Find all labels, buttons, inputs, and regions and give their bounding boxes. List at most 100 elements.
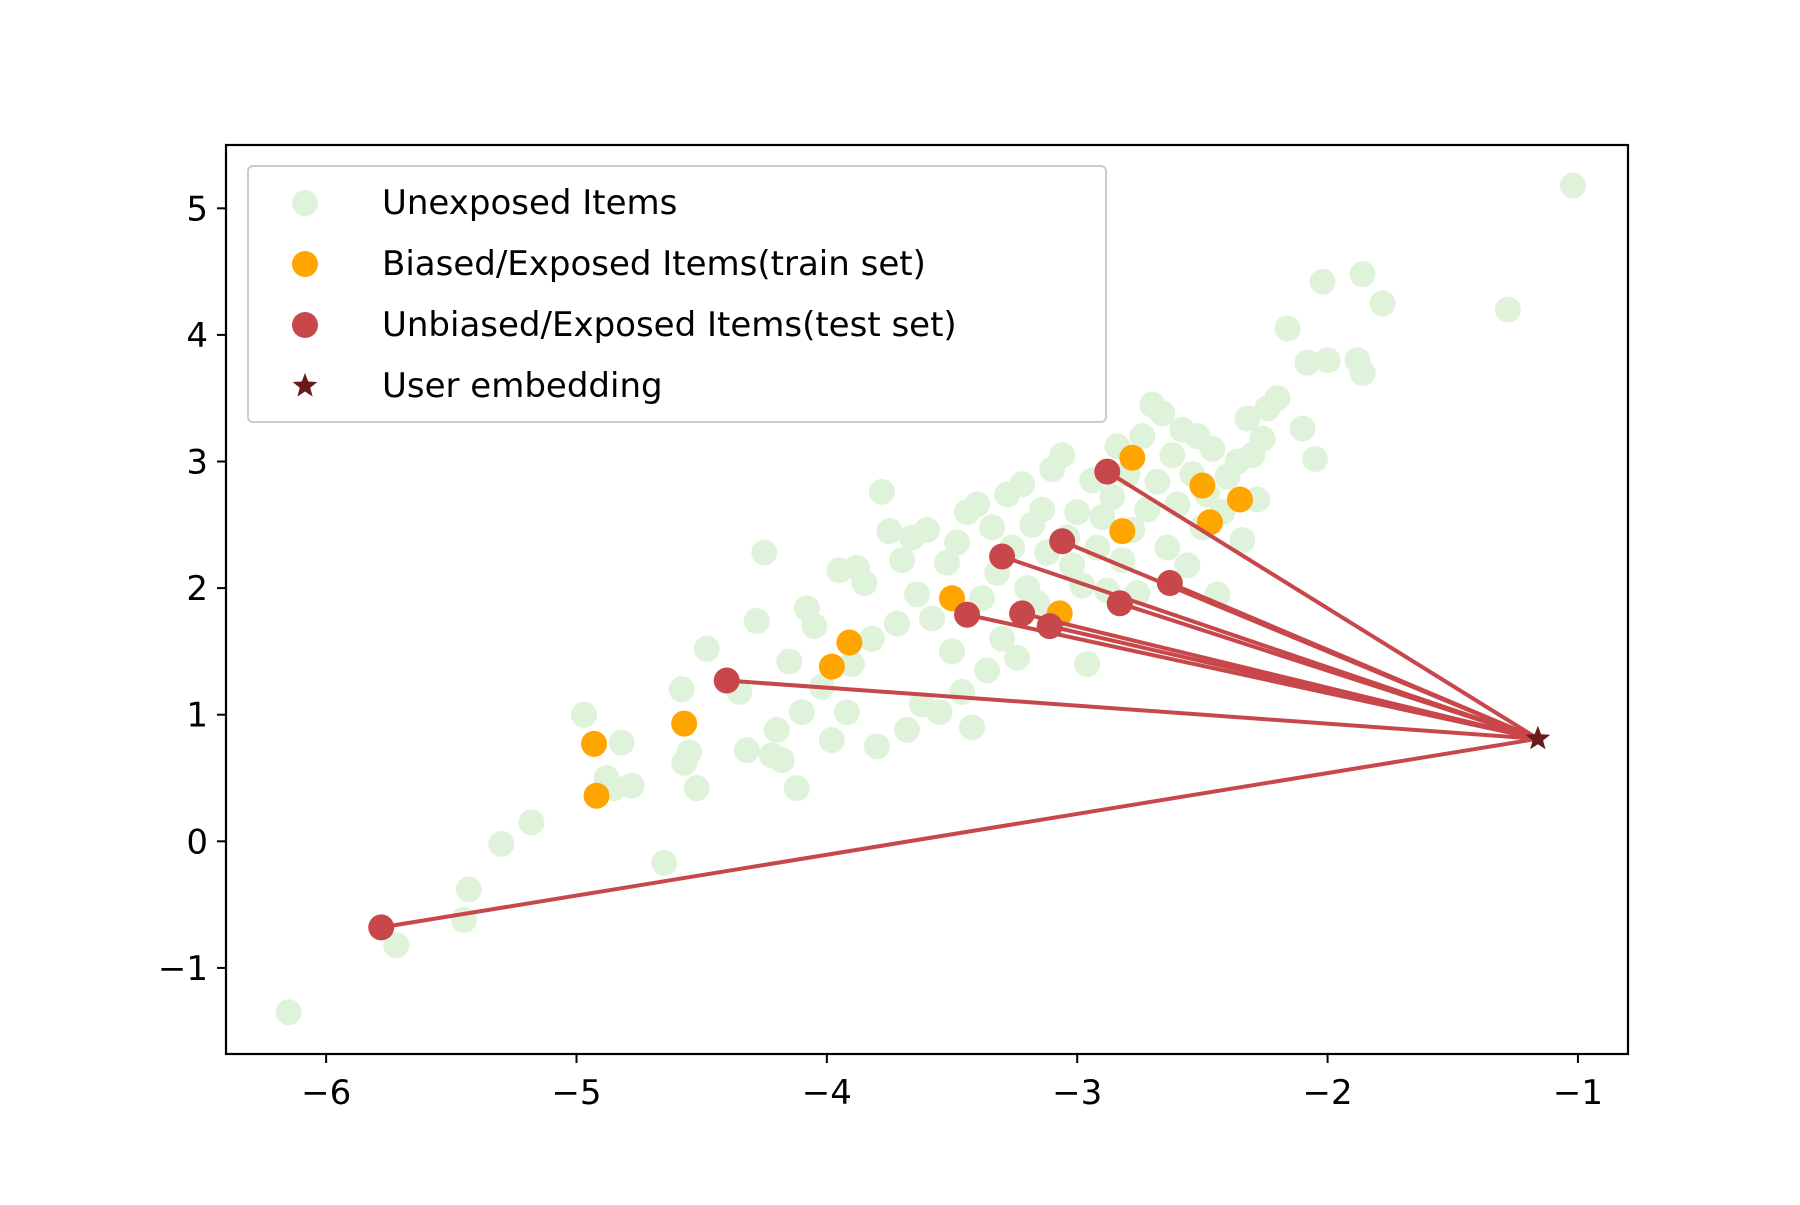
- unexposed-item-point: [751, 539, 778, 566]
- unexposed-item-point: [801, 613, 828, 640]
- unexposed-item-point: [676, 739, 703, 766]
- connection-line: [1169, 581, 1539, 741]
- unexposed-item-point: [1099, 483, 1126, 510]
- unexposed-item-point: [1274, 315, 1301, 342]
- unexposed-item-point: [1349, 359, 1376, 386]
- legend-marker: [292, 312, 318, 338]
- unexposed-item-point: [888, 547, 915, 574]
- unexposed-item-point: [1029, 496, 1056, 523]
- legend-marker-star: [292, 373, 318, 397]
- y-tick-label: −1: [158, 949, 208, 989]
- biased-item-point: [818, 653, 845, 680]
- unexposed-item-point: [683, 775, 710, 802]
- unexposed-item-point: [1302, 445, 1329, 472]
- unexposed-item-point: [964, 491, 991, 518]
- unexposed-item-point: [838, 651, 865, 678]
- x-tick-label: −5: [551, 1073, 601, 1113]
- x-tick-label: −4: [802, 1073, 852, 1113]
- unexposed-item-point: [518, 809, 545, 836]
- unexposed-item-point: [868, 478, 895, 505]
- unexposed-item-point: [1009, 471, 1036, 498]
- unexposed-item-point: [926, 699, 953, 726]
- unexposed-item-point: [1349, 261, 1376, 288]
- biased-item-point: [836, 629, 863, 656]
- x-tick-label: −3: [1052, 1073, 1102, 1113]
- unexposed-item-point: [1264, 385, 1291, 412]
- unbiased-item-point: [1094, 458, 1121, 485]
- unexposed-item-point: [1059, 552, 1086, 579]
- unbiased-item-point: [1156, 570, 1183, 597]
- biased-item-point: [939, 585, 966, 612]
- unexposed-item-point: [876, 518, 903, 545]
- unexposed-item-point: [863, 733, 890, 760]
- unexposed-item-point: [1144, 468, 1171, 495]
- unexposed-item-point: [455, 876, 482, 903]
- unexposed-item-point: [1064, 499, 1091, 526]
- unexposed-item-point: [1074, 651, 1101, 678]
- unexposed-item-point: [1494, 296, 1521, 323]
- unexposed-item-point: [488, 830, 515, 857]
- user-embedding-star: [1525, 725, 1551, 750]
- biased-item-point: [671, 710, 698, 737]
- x-tick-label: −2: [1303, 1073, 1353, 1113]
- unexposed-item-point: [651, 849, 678, 876]
- unexposed-item-point: [743, 608, 770, 635]
- biased-item-point: [581, 730, 608, 757]
- legend-marker: [292, 251, 318, 277]
- legend-label: Biased/Exposed Items(train set): [382, 244, 926, 284]
- unexposed-item-point: [783, 775, 810, 802]
- x-tick-label: −6: [301, 1073, 351, 1113]
- plot-frame: [224, 143, 1630, 1056]
- unexposed-item-point: [618, 772, 645, 799]
- unexposed-item-point: [939, 638, 966, 665]
- biased-item-point: [1109, 518, 1136, 545]
- legend-label: User embedding: [382, 366, 663, 406]
- unexposed-item-point: [914, 516, 940, 543]
- unexposed-item-point: [851, 570, 878, 597]
- unbiased-item-point: [1036, 613, 1063, 640]
- unexposed-item-point: [1249, 425, 1276, 452]
- biased-item-point: [1189, 472, 1216, 499]
- unbiased-item-point: [1049, 528, 1076, 555]
- unexposed-item-point: [1314, 347, 1341, 374]
- unexposed-item-point: [571, 701, 598, 728]
- unexposed-item-point: [1129, 423, 1156, 450]
- unexposed-item-point: [979, 514, 1006, 541]
- unexposed-item-point: [858, 625, 885, 652]
- y-tick-label: 1: [186, 696, 208, 736]
- unexposed-item-point: [934, 549, 961, 576]
- legend-box: [247, 165, 1107, 423]
- legend-marker: [292, 190, 318, 216]
- unbiased-item-point: [989, 543, 1016, 570]
- unexposed-item-point: [974, 657, 1001, 684]
- connection-line: [1049, 624, 1539, 741]
- unexposed-item-point: [969, 585, 996, 612]
- unexposed-item-point: [1294, 349, 1321, 376]
- unexposed-item-point: [989, 625, 1016, 652]
- unexposed-item-point: [693, 635, 720, 662]
- unbiased-item-point: [713, 667, 740, 694]
- unexposed-item-point: [668, 676, 695, 703]
- biased-item-point: [1226, 486, 1253, 513]
- unexposed-item-point: [833, 699, 860, 726]
- unexposed-item-point: [763, 716, 790, 743]
- unexposed-item-point: [959, 714, 986, 741]
- unexposed-item-point: [768, 747, 795, 774]
- unexposed-item-point: [1154, 534, 1181, 561]
- unbiased-item-point: [1106, 590, 1133, 617]
- y-tick-label: 2: [186, 569, 208, 609]
- unexposed-item-point: [903, 581, 930, 608]
- biased-item-point: [1196, 509, 1223, 536]
- unexposed-item-point: [1149, 400, 1176, 427]
- unexposed-item-point: [1159, 442, 1186, 469]
- unexposed-item-point: [949, 678, 976, 705]
- unexposed-item-point: [608, 729, 635, 756]
- unexposed-item-point: [383, 932, 410, 959]
- connection-line: [1106, 469, 1539, 741]
- unexposed-item-point: [1174, 552, 1201, 579]
- unbiased-item-point: [368, 914, 395, 941]
- unexposed-item-point: [1089, 504, 1116, 531]
- marks-layer: [275, 172, 1586, 1026]
